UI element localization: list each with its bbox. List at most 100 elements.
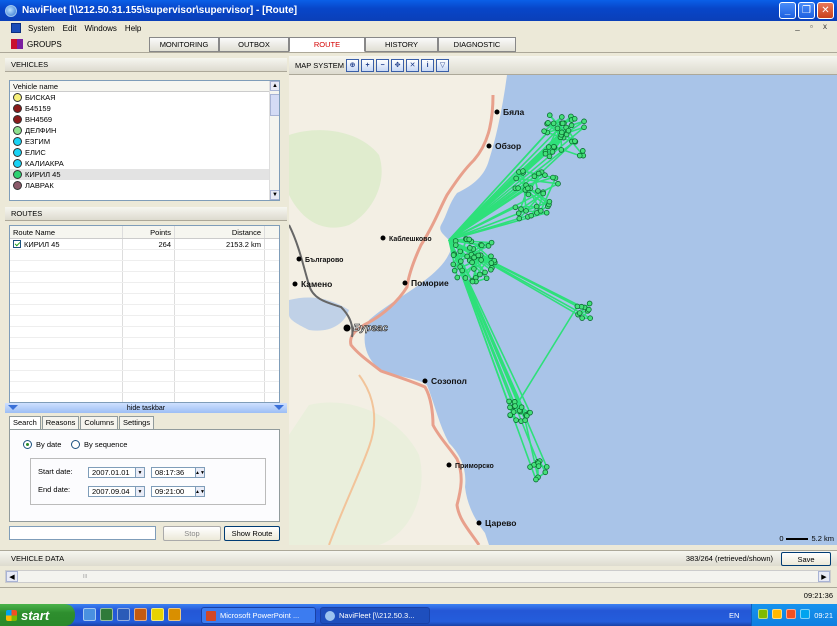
route-point[interactable]: [586, 300, 593, 307]
route-visible-checkbox[interactable]: [13, 240, 21, 248]
tab-history[interactable]: HISTORY: [365, 37, 438, 52]
route-point[interactable]: [533, 476, 539, 483]
by-sequence-option[interactable]: By sequence: [71, 440, 127, 449]
groups-button[interactable]: GROUPS: [0, 36, 147, 52]
column-distance[interactable]: Distance: [175, 226, 265, 238]
route-point[interactable]: [546, 198, 553, 205]
route-point[interactable]: [579, 315, 585, 321]
menu-help[interactable]: Help: [124, 23, 142, 33]
route-point[interactable]: [520, 168, 526, 174]
route-point[interactable]: [527, 409, 533, 416]
menu-windows[interactable]: Windows: [84, 23, 117, 33]
route-point[interactable]: [515, 210, 522, 217]
route-point[interactable]: [451, 267, 458, 274]
list-item[interactable]: КАЛИАКРА: [10, 158, 279, 169]
list-item[interactable]: БИСКАЯ: [10, 92, 279, 103]
route-point[interactable]: [587, 315, 593, 321]
route-point[interactable]: [545, 120, 551, 126]
list-item[interactable]: ЕЛИС: [10, 147, 279, 158]
route-point[interactable]: [507, 404, 513, 411]
tab-reasons[interactable]: Reasons: [41, 416, 80, 429]
route-point[interactable]: [551, 143, 557, 150]
vehicle-list-scrollbar[interactable]: ▲ ▼: [269, 81, 279, 200]
route-point[interactable]: [488, 239, 495, 246]
list-item[interactable]: ВН4569: [10, 114, 279, 125]
route-point[interactable]: [568, 122, 575, 129]
route-point[interactable]: [550, 174, 556, 181]
route-point[interactable]: [450, 261, 457, 268]
scroll-down-icon[interactable]: ▼: [270, 190, 279, 200]
route-point[interactable]: [464, 253, 470, 260]
tab-route[interactable]: ROUTE: [289, 37, 365, 52]
route-point[interactable]: [469, 278, 476, 285]
route-point[interactable]: [543, 209, 550, 216]
zoom-full-icon[interactable]: ⊕: [346, 58, 360, 72]
route-point[interactable]: [535, 170, 542, 177]
tray-network-icon[interactable]: [758, 609, 768, 619]
route-point[interactable]: [555, 180, 561, 187]
menu-edit[interactable]: Edit: [62, 23, 77, 33]
route-point[interactable]: [546, 153, 553, 160]
route-point[interactable]: [558, 147, 565, 153]
route-point[interactable]: [507, 412, 513, 418]
route-point[interactable]: [512, 204, 519, 211]
by-sequence-radio[interactable]: [71, 440, 80, 449]
list-item[interactable]: ДЕЛФИН: [10, 125, 279, 136]
tab-diagnostic[interactable]: DIAGNOSTIC: [438, 37, 516, 52]
route-point[interactable]: [458, 258, 464, 265]
route-point[interactable]: [542, 469, 549, 476]
route-point[interactable]: [543, 464, 550, 470]
list-item[interactable]: Б45159: [10, 103, 279, 114]
route-point[interactable]: [450, 252, 457, 258]
zoom-out-icon[interactable]: −: [376, 58, 390, 72]
tab-search[interactable]: Search: [9, 416, 41, 430]
route-point[interactable]: [478, 242, 485, 249]
end-date-dropdown-icon[interactable]: ▼: [135, 486, 145, 497]
restore-icon[interactable]: ❐: [798, 2, 815, 19]
route-point[interactable]: [527, 464, 533, 470]
route-point[interactable]: [523, 208, 529, 214]
extent-icon[interactable]: ✕: [406, 58, 420, 72]
route-point[interactable]: [535, 188, 541, 194]
by-date-option[interactable]: By date: [23, 440, 61, 449]
route-point[interactable]: [506, 398, 512, 405]
route-point[interactable]: [478, 257, 484, 263]
route-point[interactable]: [581, 124, 587, 131]
route-filter-input[interactable]: [9, 526, 156, 540]
route-point[interactable]: [576, 310, 583, 316]
route-point[interactable]: [546, 112, 553, 119]
route-point[interactable]: [542, 172, 548, 178]
route-point[interactable]: [545, 144, 552, 150]
route-point[interactable]: [513, 175, 519, 182]
route-point[interactable]: [549, 149, 556, 155]
tab-monitoring[interactable]: MONITORING: [149, 37, 219, 52]
tab-settings[interactable]: Settings: [118, 416, 155, 429]
route-point[interactable]: [482, 269, 488, 276]
route-point[interactable]: [559, 120, 566, 127]
route-point[interactable]: [518, 404, 525, 411]
route-point[interactable]: [540, 190, 546, 197]
route-point[interactable]: [554, 125, 561, 132]
route-point[interactable]: [559, 129, 565, 136]
mdi-controls[interactable]: _ ▫ x: [795, 22, 831, 31]
route-point[interactable]: [565, 127, 572, 134]
stop-button[interactable]: Stop: [163, 526, 221, 541]
route-point[interactable]: [488, 266, 494, 273]
route-point[interactable]: [550, 120, 557, 127]
route-point[interactable]: [528, 212, 535, 219]
by-date-radio[interactable]: [23, 440, 32, 449]
route-point[interactable]: [466, 236, 472, 243]
route-point[interactable]: [572, 138, 578, 144]
vehicle-data-scrollbar[interactable]: ◀ III ▶: [5, 570, 831, 583]
route-point[interactable]: [452, 242, 459, 248]
minimize-icon[interactable]: _: [779, 2, 796, 19]
tab-outbox[interactable]: OUTBOX: [219, 37, 289, 52]
route-point[interactable]: [510, 409, 517, 415]
list-item[interactable]: ЕЗГИМ: [10, 136, 279, 147]
tray-security-icon[interactable]: [772, 609, 782, 619]
route-point[interactable]: [576, 152, 583, 159]
tray-volume-icon[interactable]: [786, 609, 796, 619]
scroll-thumb[interactable]: [270, 94, 279, 116]
